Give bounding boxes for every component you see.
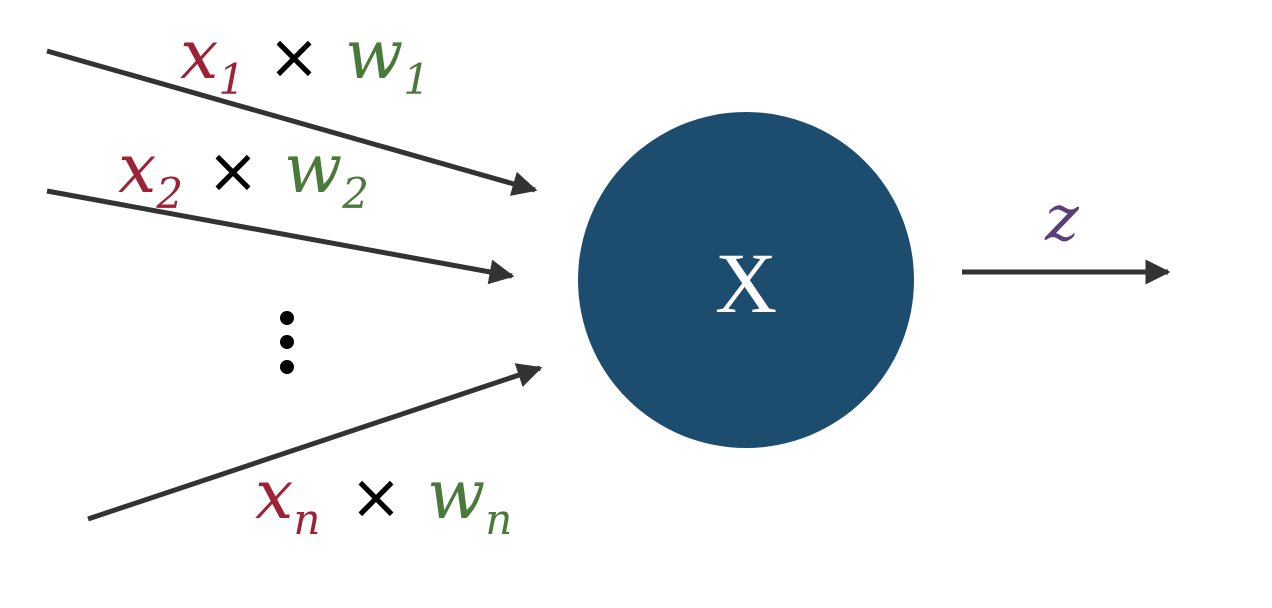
multiply-operator-n: × [350, 460, 402, 533]
input-label-2: x2 × w2 [118, 130, 369, 218]
weight-w-sub-1: 1 [403, 55, 430, 104]
input-x-sub-1: 1 [218, 55, 245, 104]
weight-w-1: w [345, 16, 403, 95]
weight-w-sub-2: 2 [341, 169, 369, 218]
svg-text:xn: xn [255, 456, 320, 544]
ellipsis-dot [280, 335, 294, 349]
neuron-node-label: X [715, 235, 777, 331]
input-x-2: x [118, 130, 156, 209]
input-x-sub-2: 2 [155, 169, 183, 218]
svg-text:w2: w2 [284, 130, 369, 218]
output-label: z [1044, 182, 1080, 256]
input-arrow-1 [46, 48, 538, 196]
input-label-n: xn × wn [255, 456, 512, 544]
vertical-ellipsis [280, 311, 294, 374]
ellipsis-dot [280, 311, 294, 325]
input-label-1: x1 × w1 [180, 16, 430, 104]
input-x-sub-n: n [293, 495, 320, 544]
svg-text:x1: x1 [180, 16, 245, 104]
svg-text:x2: x2 [118, 130, 183, 218]
svg-text:wn: wn [427, 456, 512, 544]
input-x-n: x [255, 456, 293, 535]
svg-text:w1: w1 [345, 16, 430, 104]
neuron-node [578, 112, 914, 448]
multiply-operator-2: × [207, 134, 259, 207]
input-arrow-2 [46, 188, 515, 285]
weight-w-sub-n: n [485, 495, 512, 544]
multiply-operator-1: × [268, 20, 320, 93]
ellipsis-dot [280, 360, 294, 374]
input-x-1: x [180, 16, 218, 95]
input-arrow-n [87, 363, 543, 522]
weight-w-2: w [284, 130, 342, 209]
weight-w-n: w [427, 456, 485, 535]
